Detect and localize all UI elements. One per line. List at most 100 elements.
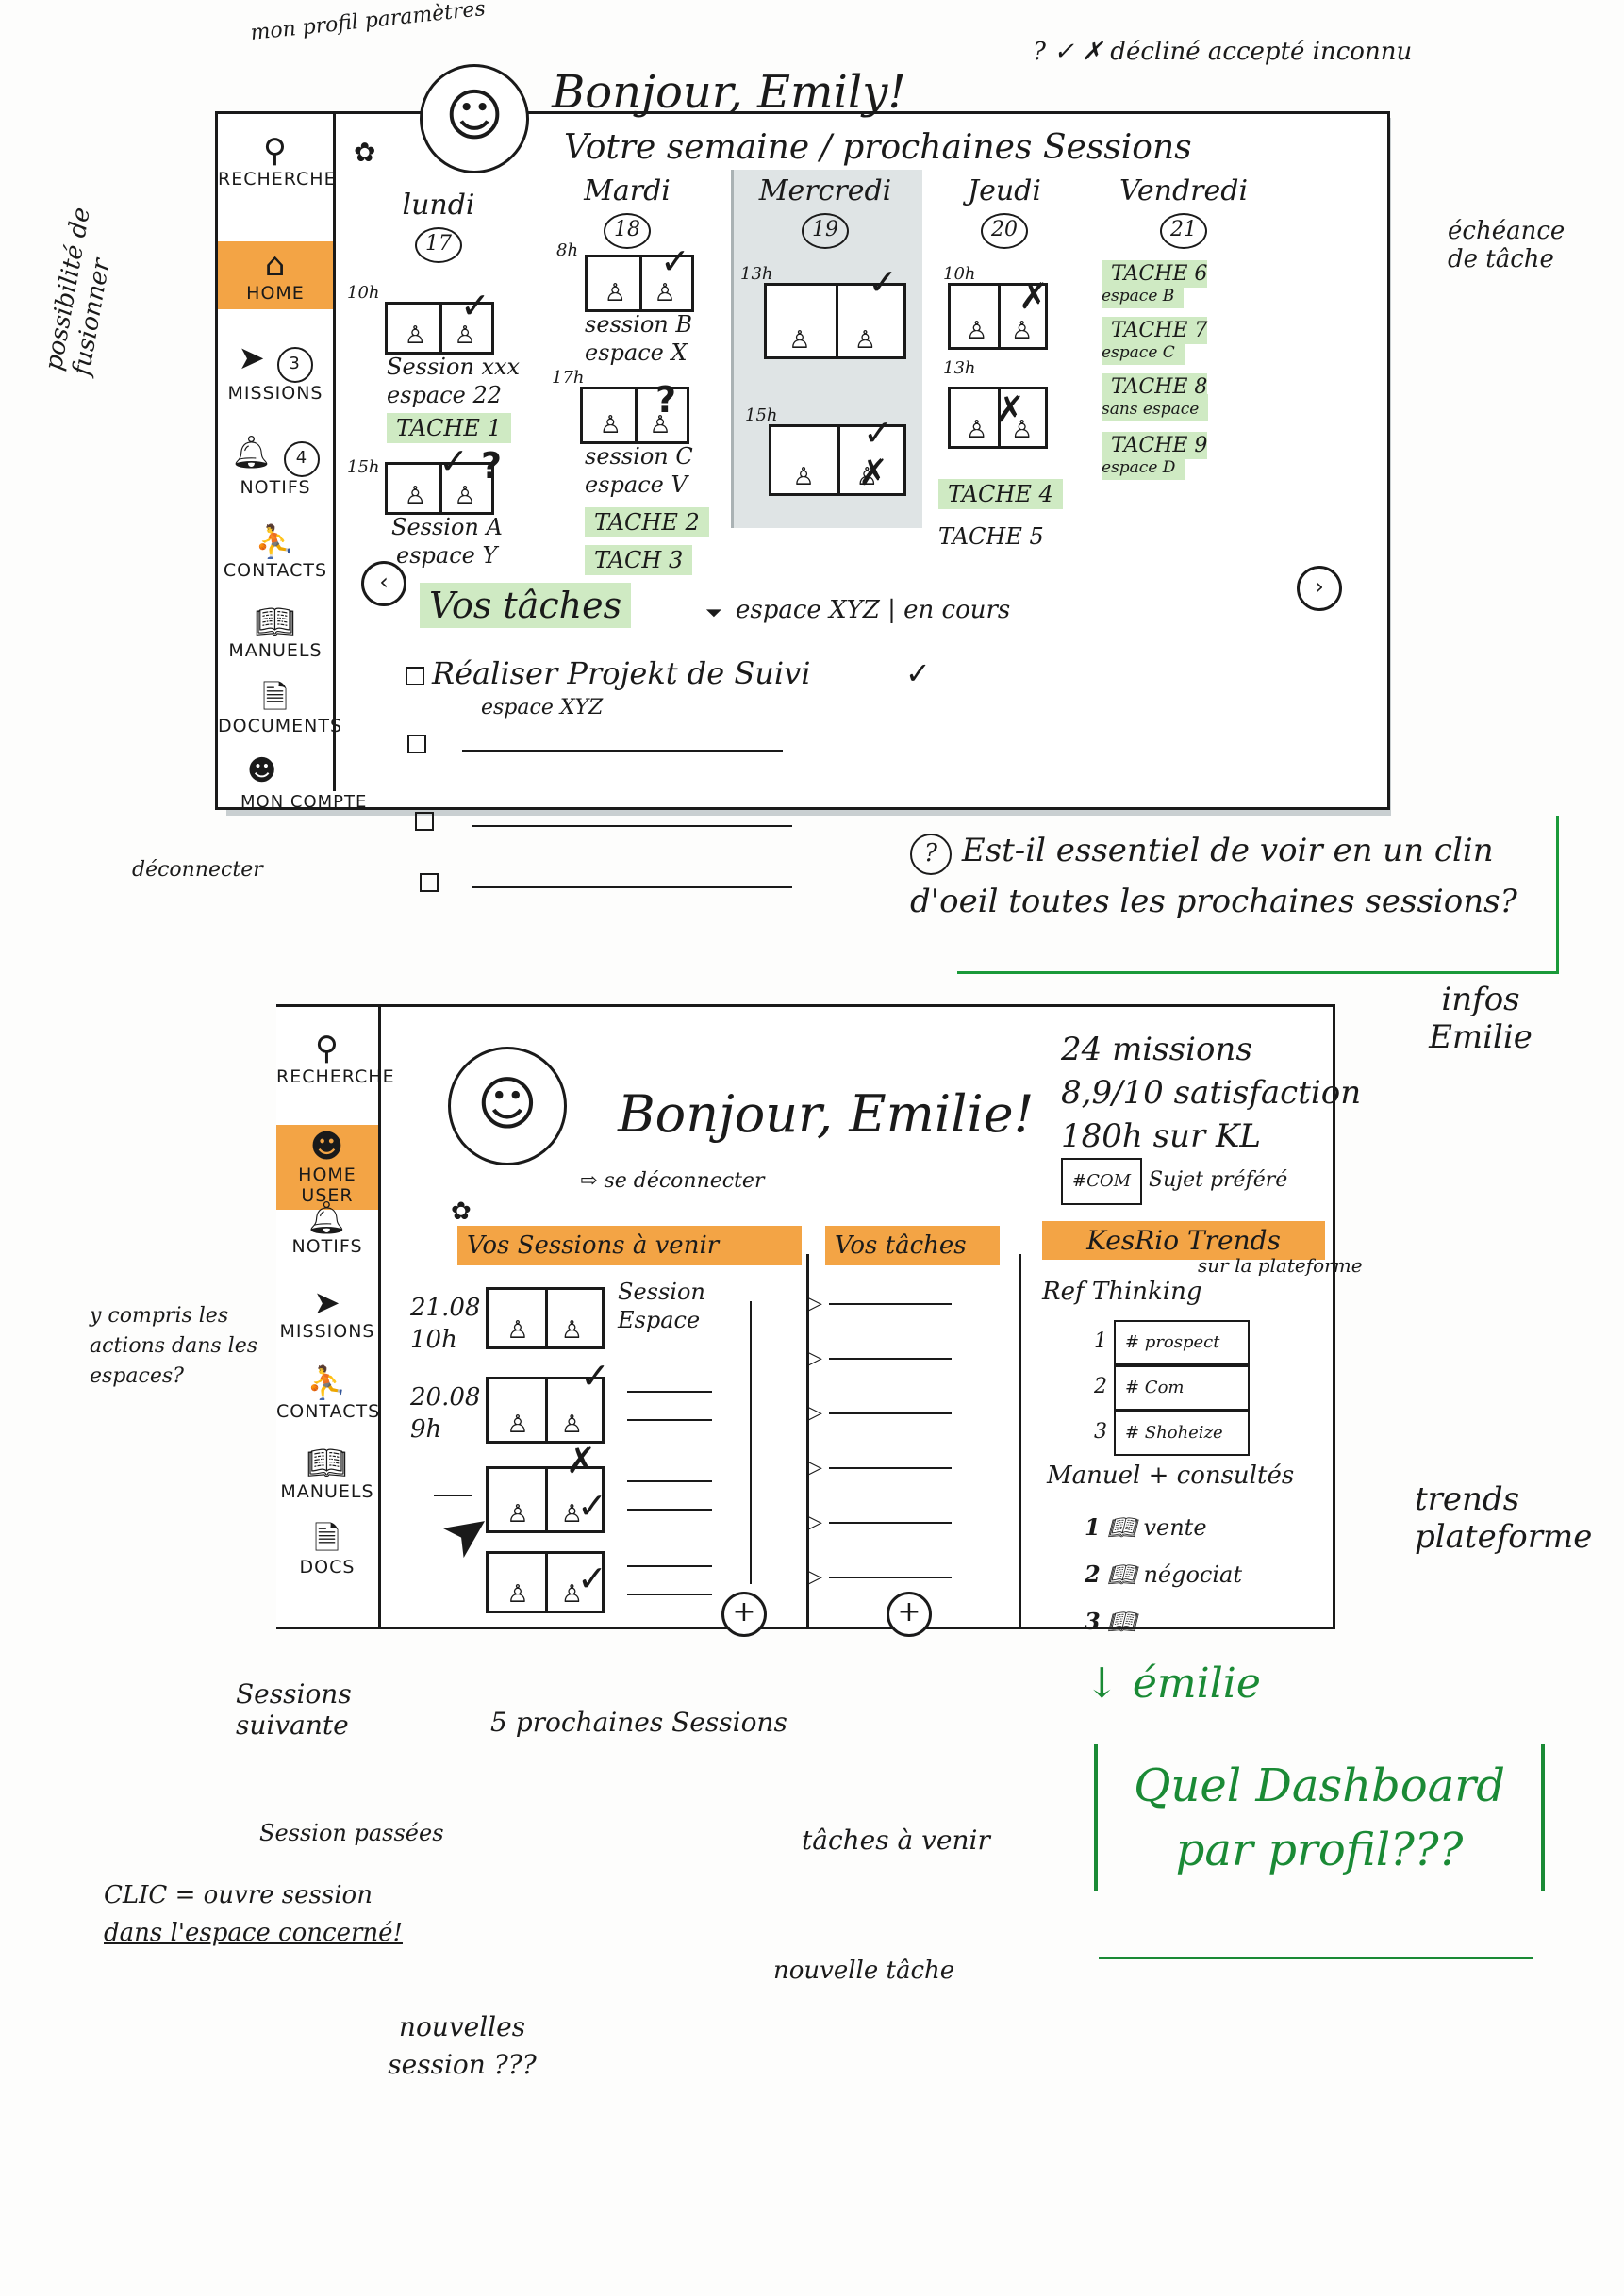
document-icon: 🗎 [261, 679, 290, 717]
trends-manuals-title: Manuel + consultés [1047, 1462, 1295, 1490]
task-item[interactable]: Réaliser Projekt de Suivi [406, 655, 810, 691]
next-sessions-note: 5 prochaines Sessions [490, 1707, 787, 1738]
sidebar-item-home-user[interactable]: ☻HOME USER [276, 1125, 378, 1210]
trend-tag[interactable]: 3 # Shoheize [1094, 1411, 1250, 1456]
session-thumbnail[interactable]: ♙♙ [580, 387, 689, 444]
sidebar-item-account[interactable]: MON COMPTE [240, 792, 368, 812]
manual-item[interactable]: 2 📖︎ négociat [1085, 1561, 1242, 1588]
document-icon: 🗎 [313, 1520, 341, 1558]
profile-avatar[interactable]: ☺ [448, 1047, 567, 1165]
task-item[interactable]: ▷ [806, 1511, 1004, 1565]
disconnect-link[interactable]: ⇨ se déconnecter [580, 1169, 765, 1193]
manual-item[interactable]: 1 📖︎ vente [1085, 1513, 1207, 1541]
session-thumbnail[interactable]: ♙♙ [764, 283, 906, 359]
task-done-check-icon[interactable]: ✓ [905, 655, 931, 691]
greeting-title: Bonjour, Emilie! [618, 1084, 1035, 1144]
session-name: session B [585, 311, 692, 338]
task-item[interactable]: ▷ [806, 1346, 1004, 1401]
paper-plane-icon: ➤ [313, 1284, 341, 1322]
task-chip[interactable]: TACHE 2 [585, 507, 709, 537]
task-checkbox-empty[interactable] [407, 734, 434, 753]
new-task-note: nouvelle tâche [773, 1957, 955, 1985]
trend-tag[interactable]: 2 # Com [1094, 1365, 1250, 1411]
trend-tag[interactable]: 1 # prospect [1094, 1320, 1250, 1365]
task-chip[interactable]: TACHE 1 [387, 413, 511, 443]
add-task-button[interactable]: + [887, 1592, 932, 1637]
sidebar-item-contacts[interactable]: ⛹CONTACTS [276, 1364, 381, 1422]
session-thumbnail[interactable]: ♙♙ [385, 462, 494, 515]
next-week-arrow-icon[interactable]: › [1297, 566, 1342, 611]
task-item[interactable]: ▷ [806, 1292, 1004, 1346]
session-placeholder-line [434, 1495, 472, 1496]
previous-week-arrow-icon[interactable]: ‹ [361, 561, 406, 606]
session-thumbnail[interactable]: ♙♙ [486, 1551, 605, 1613]
bell-icon: 🔔︎ [306, 1199, 349, 1237]
declined-cross-icon: ✗ [995, 388, 1025, 430]
settings-gear-icon[interactable]: ✿ [354, 137, 376, 168]
settings-gear-icon[interactable]: ✿ [451, 1198, 472, 1226]
past-sessions-note: Session passées [259, 1820, 444, 1846]
task-chip[interactable]: TACH 3 [585, 545, 693, 575]
accepted-check-icon: ✓ [460, 285, 490, 326]
sidebar-item-search[interactable]: ⚲RECHERCHE [276, 1030, 395, 1087]
filter-icon[interactable]: ⏷ [705, 602, 722, 625]
session-placeholder-line [627, 1565, 712, 1567]
user-icon: ☻ [309, 1128, 345, 1165]
time-label: 8h [556, 240, 579, 260]
task-filter[interactable]: espace XYZ | en cours [736, 596, 1011, 624]
task-item[interactable]: ▷ [806, 1456, 1004, 1511]
trends-subtitle: sur la plateforme [1198, 1254, 1363, 1277]
sidebar-item-documents[interactable]: 🗎DOCUMENTS [218, 679, 343, 736]
accepted-check-icon: ✓ [439, 440, 469, 482]
profile-avatar[interactable]: ☺ [420, 64, 529, 173]
session-thumbnail[interactable]: ♙♙ [385, 302, 494, 355]
add-session-button[interactable]: + [721, 1592, 767, 1637]
session-thumbnail[interactable]: ♙♙ [486, 1377, 605, 1444]
sidebar-item-home[interactable]: ⌂HOME [218, 241, 333, 309]
task-checkbox-empty[interactable] [415, 811, 441, 831]
session-thumbnail[interactable]: ♙♙ [486, 1466, 605, 1533]
task-item[interactable]: ▷ [806, 1565, 1004, 1620]
manual-item[interactable]: 3 📖︎ [1085, 1608, 1136, 1635]
sidebar-item-missions[interactable]: ➤MISSIONS [276, 1285, 378, 1342]
session-thumbnail[interactable]: ♙♙ [769, 424, 906, 496]
user-stats: 24 missions 8,9/10 satisfaction 180h sur… [1061, 1028, 1361, 1205]
session-thumbnail[interactable]: ♙♙ [585, 255, 694, 312]
sidebar-item-manuels[interactable]: 📖︎MANUELS [276, 1445, 378, 1502]
book-icon: 📖︎ [306, 1445, 349, 1482]
contacts-icon: ⛹ [307, 1364, 348, 1402]
sidebar-item-manuels[interactable]: 📖︎MANUELS [218, 604, 333, 661]
task-chip[interactable]: TACHE 4 [938, 479, 1063, 509]
fusion-note: possibilité de fusionner [40, 205, 116, 378]
notifs-badge: 4 [283, 441, 320, 477]
task-item[interactable]: ▷ [806, 1401, 1004, 1456]
paper-plane-icon: ➤ 3 [218, 340, 333, 383]
sessions-scrollbar[interactable] [750, 1301, 752, 1584]
session-thumbnail[interactable]: ♙♙ [486, 1287, 605, 1349]
session-thumbnail[interactable]: ♙♙ [948, 283, 1048, 350]
bell-icon: 🔔︎ 4 [218, 435, 333, 477]
session-thumbnail[interactable]: ♙♙ [948, 387, 1048, 449]
task-chip[interactable]: TACHE 5 [938, 523, 1044, 550]
book-icon: 📖︎ [1107, 1609, 1136, 1635]
tasks-section-title: Vos tâches [420, 583, 632, 628]
session-placeholder-line [627, 1594, 712, 1595]
sidebar-item-notifs[interactable]: 🔔︎NOTIFS [276, 1200, 378, 1257]
session-placeholder-line [627, 1419, 712, 1421]
task-checkbox-empty[interactable] [420, 872, 446, 892]
sidebar-item-contacts[interactable]: ⛹CONTACTS [218, 524, 333, 581]
time-label: 10h [943, 264, 976, 284]
sidebar-item-search[interactable]: ⚲RECHERCHE [218, 132, 337, 190]
accepted-check-icon: ✓ [863, 412, 893, 454]
following-sessions-note: Sessions suivante [236, 1678, 352, 1741]
sidebar-item-docs[interactable]: 🗎DOCS [276, 1521, 378, 1577]
